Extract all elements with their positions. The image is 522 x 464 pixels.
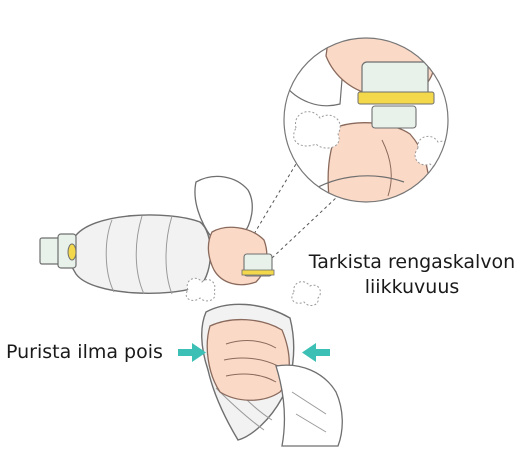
resuscitator-bag [40,215,211,294]
check-diaphragm-label: Tarkista rengaskalvon liikkuvuus [306,250,518,300]
squeeze-air-label: Purista ilma pois [6,340,163,365]
check-label-line2: liikkuvuus [306,275,518,300]
zoom-detail-circle [282,15,451,206]
check-label-line1: Tarkista rengaskalvon [306,250,518,275]
hand-squeezing-mask [207,320,342,446]
arrow-left-icon [302,343,330,362]
